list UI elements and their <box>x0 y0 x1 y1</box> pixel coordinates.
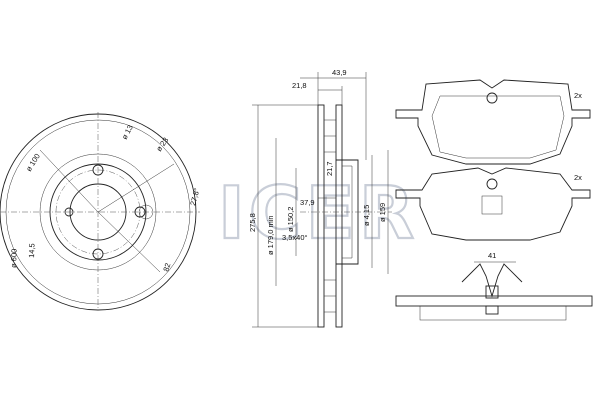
pad-backing-side <box>395 295 593 307</box>
label-a27: 27,8° <box>188 187 201 206</box>
label-d159: ø 159 <box>378 203 387 222</box>
disc-front-view: ø 13 ø 23 ø 100 ø 600 14,5 27,8° 82 <box>0 112 201 311</box>
label-d145: 14,5 <box>27 243 37 258</box>
pad-pin-hole <box>486 178 498 190</box>
brake-pad-bottom: 2x <box>395 167 591 241</box>
pad-backing-plate <box>395 167 591 241</box>
leader-line <box>39 149 99 213</box>
vent-vanes <box>324 119 336 313</box>
pad-clip: 41 <box>461 251 523 299</box>
pad-shim-side <box>485 305 499 315</box>
label-d35: 3,5x40° <box>282 233 308 242</box>
friction-ring-outer <box>317 104 325 328</box>
label-d82: 82 <box>161 262 172 273</box>
label-d379: 37,9 <box>300 198 315 207</box>
pad-friction-area <box>431 95 565 159</box>
label-d1502: ø 150,2 <box>286 207 295 232</box>
label-d439: 43,9 <box>332 68 347 77</box>
pad-pin-hole <box>486 92 498 104</box>
clip-spring <box>461 263 523 298</box>
label-d217: 21,7 <box>325 161 334 176</box>
friction-ring-inner <box>335 104 343 328</box>
label-clip-width: 41 <box>488 251 496 260</box>
label-d23: ø 23 <box>154 136 170 153</box>
label-d13: ø 13 <box>120 123 135 140</box>
label-d2415: ø 4,15 <box>362 205 371 226</box>
bolt-hole <box>64 207 74 217</box>
pad-backing-plate <box>395 79 591 165</box>
label-d600: ø 600 <box>9 249 19 268</box>
label-pad-top-qty: 2x <box>574 91 582 100</box>
label-d218: 21,8 <box>292 81 307 90</box>
pad-side-view <box>395 295 593 321</box>
leader-line <box>97 211 161 273</box>
label-d1790: ø 179,0 min <box>266 215 275 255</box>
clip-body <box>485 285 499 299</box>
watermark-logo: ICER <box>218 171 418 255</box>
disc-section-view: 43,9 21,8 275,8 ø 179,0 min ø 150,2 37,9… <box>248 68 392 328</box>
label-d100: ø 100 <box>24 152 42 173</box>
pad-wear-sensor <box>481 195 503 215</box>
leader-line <box>97 163 175 213</box>
label-d2758: 275,8 <box>248 213 257 232</box>
locating-hole <box>138 204 154 220</box>
brake-pad-top: 2x <box>395 79 591 165</box>
pad-lining-side <box>419 305 567 321</box>
label-pad-bottom-qty: 2x <box>574 173 582 182</box>
